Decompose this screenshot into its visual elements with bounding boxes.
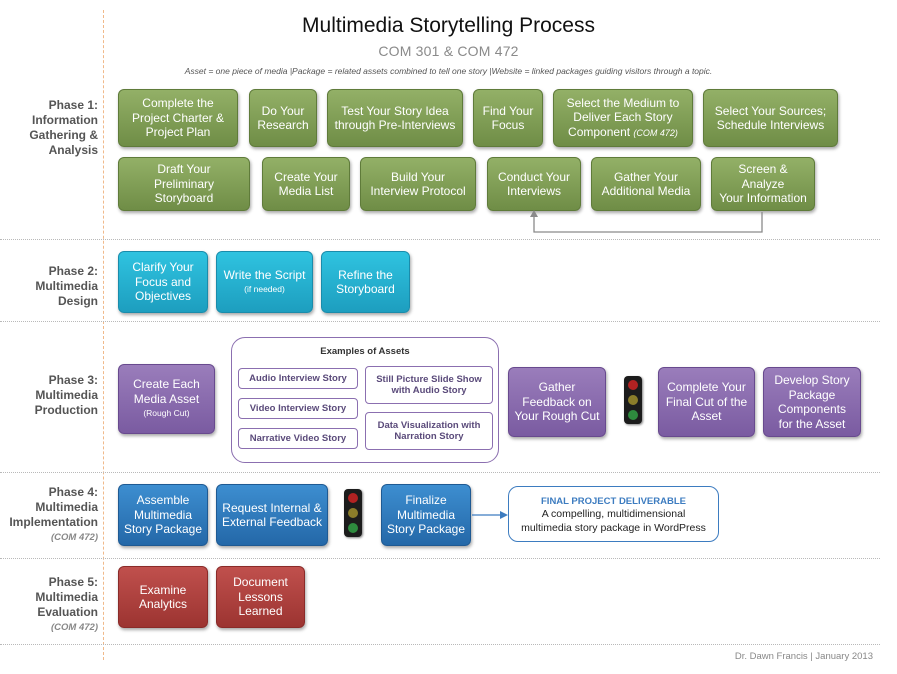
final-project-deliverable: FINAL PROJECT DELIVERABLE A compelling, …: [508, 486, 719, 542]
phase-separator: [0, 321, 880, 322]
page-title: Multimedia Storytelling Process: [302, 14, 595, 37]
phase-2-label: Phase 2:Multimedia Design: [35, 264, 98, 308]
asset-still-picture-slideshow: Still Picture Slide Show with Audio Stor…: [365, 366, 493, 404]
page-subtitle: COM 301 & COM 472: [378, 43, 519, 59]
arrow-right-icon: [472, 511, 508, 519]
asset-data-visualization: Data Visualization with Narration Story: [365, 412, 493, 450]
deliverable-line-1: A compelling, multidimensional: [541, 508, 686, 520]
deliverable-heading: FINAL PROJECT DELIVERABLE: [541, 496, 686, 507]
definitions-line: Asset = one piece of media |Package = re…: [184, 66, 713, 76]
phase-separator: [0, 558, 880, 559]
phase-1-label: Phase 1:Information Gathering &Analysis: [29, 98, 98, 157]
traffic-light-icon: [344, 489, 362, 537]
asset-narrative-video: Narrative Video Story: [238, 428, 358, 449]
step-select-sources: Select Your Sources;Schedule Interviews: [703, 89, 838, 147]
asset-audio-interview: Audio Interview Story: [238, 368, 358, 389]
phase-separator: [0, 472, 880, 473]
asset-video-interview: Video Interview Story: [238, 398, 358, 419]
phase-3-label: Phase 3:Multimedia Production: [34, 373, 98, 417]
traffic-light-icon: [624, 376, 642, 424]
loop-arrow-icon: [530, 210, 763, 233]
deliverable-line-2: multimedia story package in WordPress: [521, 522, 706, 534]
step-write-script: Write the Script(if needed): [216, 251, 313, 313]
examples-of-assets-panel: [231, 337, 499, 463]
phase-separator: [0, 239, 880, 240]
step-request-feedback: Request Internal &External Feedback: [216, 484, 328, 546]
phase-separator: [0, 644, 880, 645]
assets-panel-title: Examples of Assets: [320, 346, 410, 357]
vertical-divider: [103, 10, 104, 660]
author-credit: Dr. Dawn Francis | January 2013: [734, 651, 873, 662]
phase-5-label: Phase 5:Multimedia Evaluation(COM 472): [35, 575, 98, 633]
phase-4-label: Phase 4:Multimedia Implementation(COM 47…: [9, 485, 98, 543]
